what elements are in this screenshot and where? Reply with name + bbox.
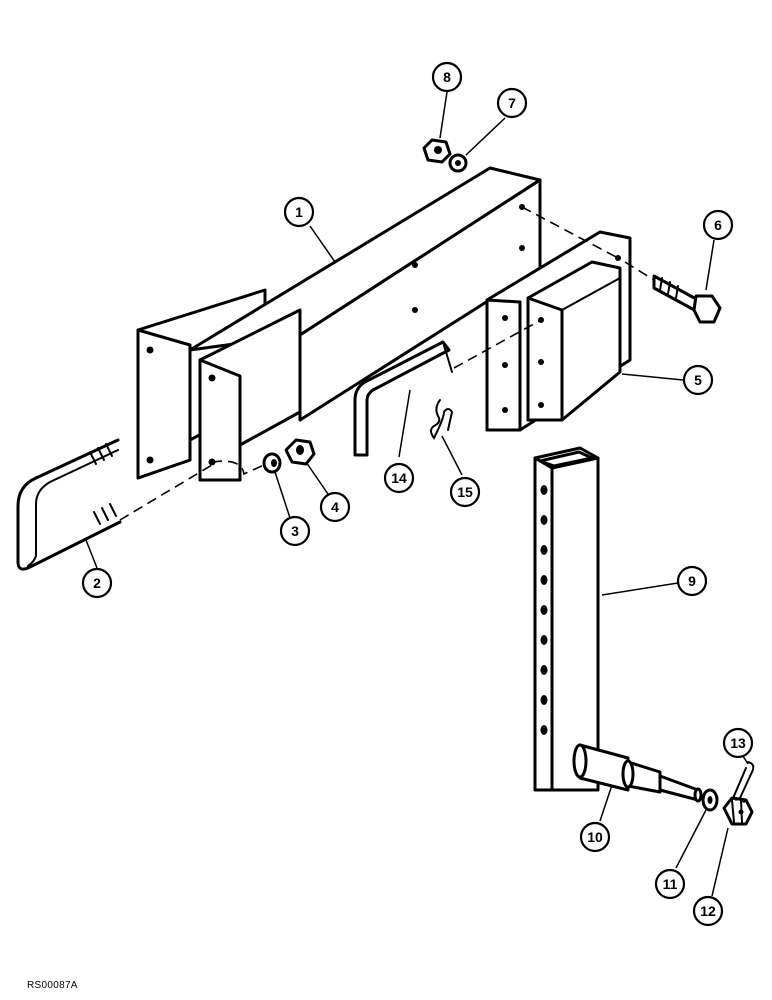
main-bar [136, 166, 542, 482]
lock-washer-3 [262, 452, 282, 474]
hair-pin-clip [430, 399, 454, 440]
callout-8: 8 [431, 61, 463, 93]
assembly-lines [119, 206, 655, 521]
svg-text:1: 1 [295, 204, 303, 220]
nut-4 [284, 438, 316, 466]
castle-nut [722, 796, 754, 826]
tube-holes [540, 485, 548, 735]
cotter-pin [732, 761, 755, 803]
callout-12: 12 [692, 895, 724, 927]
callout-2: 2 [81, 567, 113, 599]
callout-7: 7 [496, 87, 528, 119]
svg-text:4: 4 [331, 499, 339, 515]
svg-text:5: 5 [694, 372, 702, 388]
svg-text:9: 9 [688, 573, 696, 589]
callout-14: 14 [383, 462, 415, 494]
svg-text:13: 13 [730, 735, 746, 751]
callout-10: 10 [579, 821, 611, 853]
bolt-6 [652, 274, 722, 324]
callouts: 1 2 3 4 5 6 7 8 [81, 61, 754, 927]
mounting-bracket [485, 230, 632, 432]
callout-3: 3 [279, 515, 311, 547]
svg-text:8: 8 [443, 69, 451, 85]
u-bolt-threads [89, 443, 117, 525]
callout-13: 13 [722, 727, 754, 759]
u-bolt [16, 438, 122, 571]
svg-text:14: 14 [391, 470, 407, 486]
callout-6: 6 [702, 209, 734, 241]
svg-text:3: 3 [291, 523, 299, 539]
callout-4: 4 [319, 491, 351, 523]
callout-15: 15 [449, 476, 481, 508]
spindle [572, 743, 703, 803]
svg-text:2: 2 [93, 575, 101, 591]
nut-8 [422, 138, 452, 164]
reference-code: RS00087A [27, 980, 78, 991]
lock-washer-7 [448, 153, 468, 173]
svg-text:12: 12 [700, 903, 716, 919]
svg-text:15: 15 [457, 484, 473, 500]
callout-9: 9 [676, 565, 708, 597]
callout-1: 1 [283, 196, 315, 228]
svg-text:7: 7 [508, 95, 516, 111]
svg-text:10: 10 [587, 829, 603, 845]
leader-lines [85, 91, 749, 897]
callout-5: 5 [682, 364, 714, 396]
l-pin [353, 340, 453, 457]
callout-11: 11 [654, 868, 686, 900]
svg-text:11: 11 [663, 876, 678, 892]
vertical-tube [533, 446, 600, 792]
washer [701, 788, 719, 812]
svg-text:6: 6 [714, 217, 722, 233]
